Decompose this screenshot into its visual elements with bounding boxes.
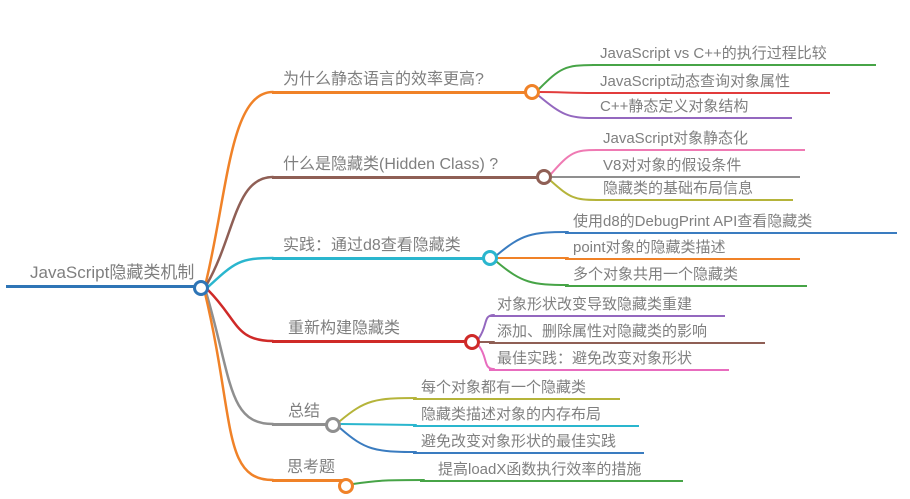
connector-child-1-2 bbox=[539, 91, 595, 94]
connector-child-1-3 bbox=[538, 95, 595, 119]
subtopic-v8-assumptions[interactable]: V8对对象的假设条件 bbox=[595, 155, 800, 178]
subtopic-best-practice-avoid-shape-change[interactable]: 最佳实践：避免改变对象形状 bbox=[489, 348, 729, 371]
connector-child-5-3 bbox=[339, 427, 417, 453]
root-node-handle[interactable] bbox=[193, 280, 209, 296]
topic-what-is-hidden-class[interactable]: 什么是隐藏类(Hidden Class) ? bbox=[272, 154, 544, 179]
connector-branch-what-is-hidden-class bbox=[205, 175, 275, 286]
subtopic-js-vs-cpp-execution[interactable]: JavaScript vs C++的执行过程比较 bbox=[592, 43, 876, 66]
connector-child-6-1 bbox=[352, 479, 425, 485]
subtopic-shape-change-rebuild[interactable]: 对象形状改变导致隐藏类重建 bbox=[489, 294, 725, 317]
connector-child-5-1 bbox=[339, 397, 417, 422]
subtopic-every-object-has-hidden-class[interactable]: 每个对象都有一个隐藏类 bbox=[413, 377, 620, 400]
subtopic-debugprint-api[interactable]: 使用d8的DebugPrint API查看隐藏类 bbox=[565, 211, 897, 234]
topic-why-static-faster-handle[interactable] bbox=[524, 84, 540, 100]
subtopic-hidden-class-layout-info[interactable]: 隐藏类的基础布局信息 bbox=[595, 178, 793, 201]
subtopic-point-object-hidden-class[interactable]: point对象的隐藏类描述 bbox=[565, 237, 800, 260]
connector-branch-practice-d8 bbox=[206, 256, 275, 289]
topic-summary-handle[interactable] bbox=[325, 417, 341, 433]
topic-what-is-hidden-class-handle[interactable] bbox=[536, 169, 552, 185]
connector-child-4-3 bbox=[478, 345, 495, 370]
topic-question-handle[interactable] bbox=[338, 478, 354, 494]
topic-summary[interactable]: 总结 bbox=[272, 401, 333, 426]
subtopic-js-object-staticize[interactable]: JavaScript对象静态化 bbox=[595, 128, 805, 151]
topic-rebuild-hidden-class-handle[interactable] bbox=[464, 334, 480, 350]
connector-child-1-1 bbox=[538, 64, 595, 90]
subtopic-js-dynamic-property-lookup[interactable]: JavaScript动态查询对象属性 bbox=[592, 71, 830, 94]
connector-branch-rebuild bbox=[206, 288, 275, 343]
topic-practice-d8-handle[interactable] bbox=[482, 250, 498, 266]
connector-child-2-3 bbox=[550, 180, 598, 201]
subtopic-objects-share-hidden-class[interactable]: 多个对象共用一个隐藏类 bbox=[565, 264, 807, 287]
topic-practice-d8[interactable]: 实践：通过d8查看隐藏类 bbox=[272, 235, 490, 260]
subtopic-hidden-class-describes-memory-layout[interactable]: 隐藏类描述对象的内存布局 bbox=[413, 404, 639, 427]
connector-branch-question bbox=[203, 291, 275, 482]
topic-rebuild-hidden-class[interactable]: 重新构建隐藏类 bbox=[272, 318, 472, 343]
subtopic-add-delete-property-impact[interactable]: 添加、删除属性对隐藏类的影响 bbox=[489, 321, 765, 344]
subtopic-avoid-shape-change-best-practice[interactable]: 避免改变对象形状的最佳实践 bbox=[413, 431, 644, 454]
connector-child-3-1 bbox=[496, 231, 569, 256]
connector-child-3-3 bbox=[496, 261, 569, 286]
connector-child-5-2 bbox=[340, 423, 417, 426]
topic-why-static-faster[interactable]: 为什么静态语言的效率更高? bbox=[272, 69, 532, 94]
topic-question[interactable]: 思考题 bbox=[272, 457, 346, 482]
connector-branch-summary bbox=[204, 290, 275, 426]
root-topic[interactable]: JavaScript隐藏类机制 bbox=[6, 261, 198, 288]
connector-child-2-1 bbox=[550, 149, 598, 175]
subtopic-cpp-static-structure[interactable]: C++静态定义对象结构 bbox=[592, 96, 792, 119]
connector-branch-why-static-faster bbox=[204, 90, 275, 284]
subtopic-improve-loadx-efficiency[interactable]: 提高loadX函数执行效率的措施 bbox=[420, 459, 683, 482]
